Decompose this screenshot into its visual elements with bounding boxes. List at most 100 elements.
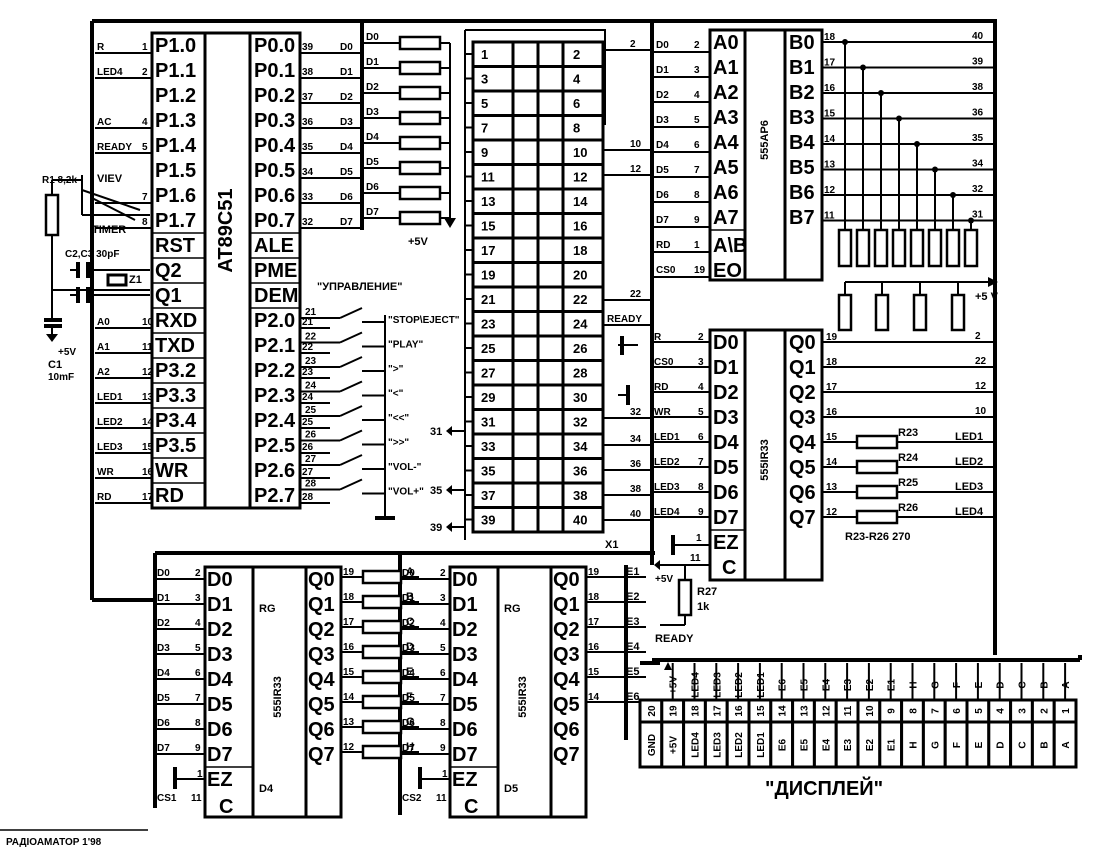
- net-label: D1: [402, 593, 415, 604]
- d5-rg: RG: [504, 603, 521, 615]
- pin-number: 19: [343, 567, 355, 578]
- x1-left-label: 39: [430, 522, 442, 534]
- d5-pin-label: EZ: [452, 769, 478, 791]
- segment-resistor: [361, 719, 403, 735]
- pin-number: 2: [142, 67, 148, 78]
- ap6-pin-label: B0: [789, 32, 815, 54]
- display-pin-number: 3: [1018, 708, 1029, 714]
- x1-pin-number: 10: [573, 145, 587, 160]
- net-label: A0: [97, 317, 110, 328]
- pin-number: 24: [305, 381, 317, 392]
- up-arrow-icon: [664, 662, 672, 670]
- pullup-resistor: [398, 85, 442, 101]
- segment-resistor: [361, 619, 403, 635]
- d4-pin-label: D6: [207, 719, 233, 741]
- ir33-pin-label: Q5: [789, 457, 816, 479]
- ap6-pin-label: A6: [713, 182, 739, 204]
- net-label: D1: [157, 593, 170, 604]
- pin-number: 18: [824, 32, 836, 43]
- display-signal: E3: [843, 738, 854, 751]
- dest-label: 2: [975, 331, 981, 342]
- x1-pin-number: 8: [573, 121, 580, 136]
- r27-label: R27: [697, 586, 717, 598]
- net-label: D6: [402, 718, 415, 729]
- x1-cell: [511, 138, 540, 166]
- d4-pin-label: Q7: [308, 744, 335, 766]
- x1-right-label: 22: [630, 289, 642, 300]
- pin-number: 4: [698, 382, 704, 393]
- net-label: LED4: [654, 507, 680, 518]
- x1-cell: [511, 40, 540, 68]
- d4-left-column: [203, 565, 255, 819]
- pin-number: 37: [302, 92, 314, 103]
- x1-pin-number: 21: [481, 292, 495, 307]
- supply-arrow: [988, 277, 998, 287]
- net-label: D7: [340, 217, 353, 228]
- ap6-right-column: [783, 28, 824, 282]
- x1-cell: [511, 408, 540, 436]
- pin-number: 23: [302, 367, 314, 378]
- button-label: "<": [388, 389, 404, 400]
- r27-resistor: [677, 578, 693, 617]
- segment-resistor: [361, 669, 403, 685]
- d5-pin-label: Q3: [553, 644, 580, 666]
- resistor-label: R26: [898, 502, 918, 514]
- x1-pin-number: 26: [573, 341, 587, 356]
- mcu-pin-label: P0.7: [254, 210, 295, 232]
- x1-pin-number: 19: [481, 268, 495, 283]
- display-top-label: A: [1061, 681, 1072, 688]
- ap6-pin-label: A7: [713, 207, 739, 229]
- ir33-right-column: [783, 328, 824, 582]
- display-signal: LED3: [712, 732, 723, 758]
- pin-number: 11: [191, 793, 202, 804]
- x1-pin-number: 9: [481, 145, 488, 160]
- net-label: LED1: [654, 432, 680, 443]
- pin-number: 12: [343, 742, 355, 753]
- mcu-pin-label: P0.5: [254, 160, 295, 182]
- ir33-pin-label: D0: [713, 332, 739, 354]
- pin-number: 14: [826, 457, 838, 468]
- pin-number: 2: [698, 332, 704, 343]
- x1-pin-number: 35: [481, 464, 495, 479]
- ir33-pin-label: D2: [713, 382, 739, 404]
- x1-cell: [511, 236, 540, 264]
- mcu-pin-label: P1.6: [155, 185, 196, 207]
- viev-switch: [81, 189, 141, 211]
- x1-cell: [536, 187, 565, 215]
- button-label: "VOL+": [388, 487, 424, 498]
- x1-pin-number: 40: [573, 513, 587, 528]
- net-label: RD: [97, 492, 111, 503]
- pin-number: 15: [142, 442, 154, 453]
- mcu-pin-label: PME: [254, 260, 297, 282]
- net-label: D3: [340, 117, 353, 128]
- net-label: D6: [656, 190, 669, 201]
- display-pin-number: 1: [1061, 708, 1072, 714]
- ap6-pin-label: A\B: [713, 235, 747, 257]
- pin-number: 1: [142, 42, 148, 53]
- display-signal: E1: [887, 738, 898, 751]
- junction-dot: [950, 192, 956, 198]
- mcu-pin-label: P0.2: [254, 85, 295, 107]
- pin-number: 9: [440, 743, 446, 754]
- x1-pin-number: 37: [481, 488, 495, 503]
- net-label: D3: [157, 643, 170, 654]
- mcu-pin-label: P1.2: [155, 85, 196, 107]
- pin-number: 16: [343, 642, 355, 653]
- d4-right-column: [304, 565, 343, 819]
- led-resistor: [855, 509, 899, 525]
- display-title: "ДИСПЛЕЙ": [765, 776, 883, 800]
- pullup-resistor: [398, 135, 442, 151]
- button-label: "<<": [388, 413, 409, 424]
- ap6-pin-label: A5: [713, 157, 739, 179]
- pin-number: 23: [305, 356, 317, 367]
- mcu-pin-label: P2.0: [254, 310, 295, 332]
- pin-number: 14: [343, 692, 355, 703]
- x1-pin-number: 18: [573, 243, 587, 258]
- net-label: LED4: [97, 67, 123, 78]
- pullup-resistor: [927, 228, 943, 268]
- button-label: ">>": [388, 438, 409, 449]
- ir33-pin-label: D7: [713, 507, 739, 529]
- pin-number: 28: [302, 492, 314, 503]
- display-signal: G: [930, 741, 941, 749]
- arrow-icon: [654, 560, 660, 570]
